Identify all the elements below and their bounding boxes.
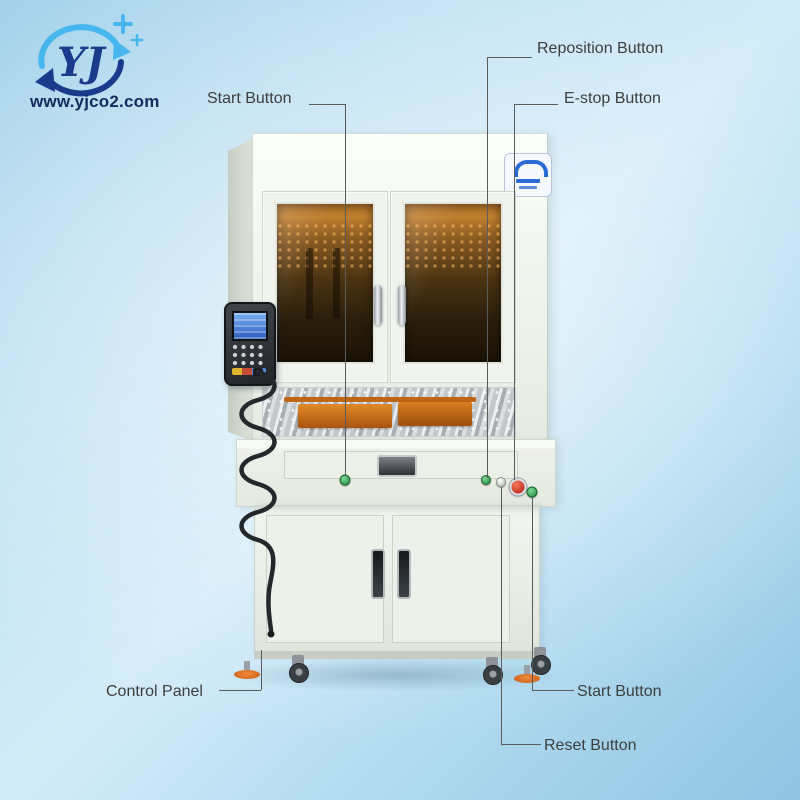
label-control-panel: Control Panel	[106, 683, 203, 700]
leader-line-reset-h	[501, 744, 541, 745]
pendant-keypad	[232, 344, 266, 366]
caster-wheel	[482, 657, 503, 687]
logo-circular-arrows-icon: YJ	[35, 14, 144, 97]
label-start-button-top: Start Button	[207, 90, 292, 107]
leader-line-control-panel-h	[219, 690, 261, 691]
pendant-cable	[239, 368, 277, 638]
machine-start-button-right	[526, 486, 538, 498]
lower-door-left	[266, 515, 384, 643]
logo-text: YJ	[57, 39, 108, 86]
leveling-foot-right	[514, 665, 540, 687]
door-window-left	[275, 202, 375, 364]
caster-wheel	[530, 647, 551, 677]
upper-door-left	[262, 191, 388, 383]
pendant-function-keys	[232, 368, 266, 375]
upper-door-right	[390, 191, 516, 383]
glass-glare	[405, 204, 501, 362]
machine-estop-button	[509, 478, 527, 496]
leader-line-start-top-h	[309, 104, 345, 105]
copper-workpiece	[398, 402, 472, 426]
interior-rack-bar	[332, 248, 340, 320]
sticker-arc-icon	[514, 160, 548, 177]
machine-reset-button	[496, 477, 506, 487]
leader-line-reposition-h	[487, 57, 532, 58]
label-start-button-bottom: Start Button	[577, 683, 662, 700]
sticker-text-bar	[519, 186, 537, 189]
leader-line-estop-v	[514, 104, 515, 480]
machine-floor-shadow	[226, 658, 566, 692]
door-handle-left	[374, 285, 382, 325]
leveling-foot-left	[234, 661, 260, 683]
drawer-handle	[377, 455, 417, 477]
leader-line-control-panel-v	[261, 650, 262, 690]
label-reset-button: Reset Button	[544, 737, 637, 754]
machine	[228, 133, 564, 693]
door-window-right	[403, 202, 503, 364]
leader-line-start-top-v	[345, 104, 346, 476]
interior-rack-bar	[305, 248, 313, 320]
control-pendant	[224, 302, 276, 386]
honeycomb-interior	[405, 222, 501, 271]
sticker-text-bar	[516, 179, 540, 183]
leader-line-start-bottom-h	[532, 690, 574, 691]
leader-line-estop-h	[514, 104, 558, 105]
leader-line-start-bottom-v	[532, 497, 533, 690]
lower-door-handle-right	[397, 549, 411, 599]
lower-door-handle-left	[371, 549, 385, 599]
machine-start-button-left	[339, 474, 351, 486]
machine-reposition-button	[481, 475, 491, 485]
machine-side-panel	[228, 139, 252, 441]
brand-website: www.yjco2.com	[30, 92, 160, 111]
leader-line-reposition-v	[487, 57, 488, 478]
label-estop-button: E-stop Button	[564, 90, 661, 107]
machine-base	[254, 651, 538, 659]
honeycomb-interior	[277, 222, 373, 271]
caster-wheel	[288, 655, 309, 685]
glass-glare	[277, 204, 373, 362]
copper-strip	[284, 397, 476, 402]
label-reposition-button: Reposition Button	[537, 40, 664, 57]
machine-brand-sticker	[504, 153, 552, 197]
pendant-screen	[232, 311, 268, 341]
brand-logo: YJ www.yjco2.com	[18, 8, 188, 120]
door-handle-right	[398, 285, 406, 325]
lower-door-right	[392, 515, 510, 643]
leader-line-reset-v	[501, 487, 502, 744]
